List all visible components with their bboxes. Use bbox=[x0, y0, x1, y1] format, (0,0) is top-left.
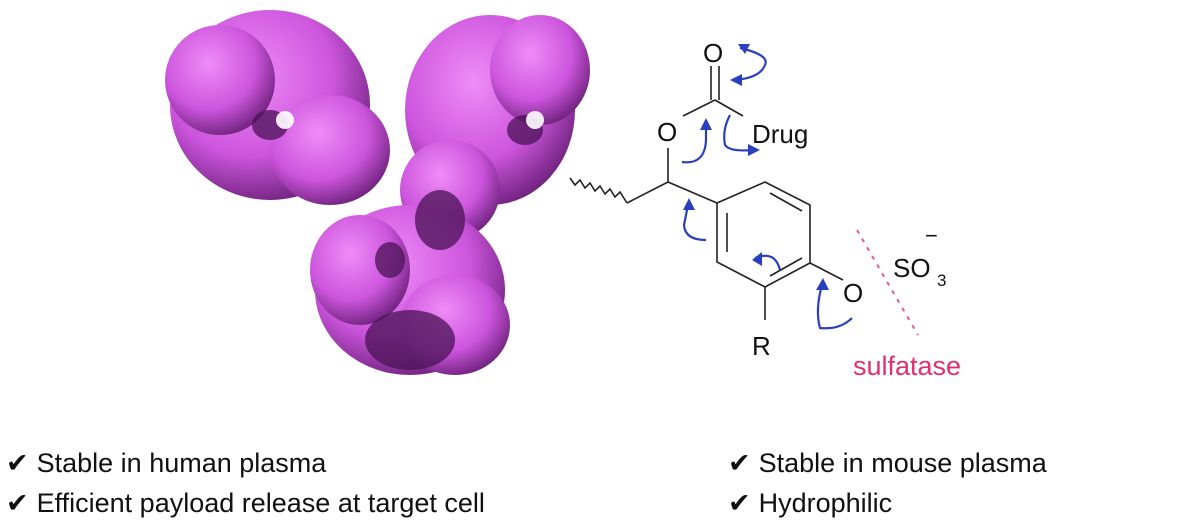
sulfatase-label: sulfatase bbox=[853, 351, 961, 381]
cleavage-line bbox=[856, 229, 919, 336]
arrowheads bbox=[683, 44, 829, 290]
antibody-protein-surface bbox=[165, 10, 590, 375]
drug-label: Drug bbox=[752, 119, 808, 149]
electron-push-arrows bbox=[681, 46, 853, 330]
checkmark-icon: ✔ bbox=[728, 448, 751, 478]
sulfate-label: SO bbox=[893, 253, 931, 283]
linker-structure bbox=[569, 66, 844, 320]
property-efficient-release: ✔Efficient payload release at target cel… bbox=[6, 488, 485, 518]
property-stable-mouse-plasma: ✔Stable in mouse plasma bbox=[728, 448, 1047, 478]
sulfate-subscript: 3 bbox=[937, 271, 946, 290]
aryl-oxygen-label: O bbox=[843, 278, 863, 308]
adc-diagram: O O Drug O SO 3 − R sulfatase bbox=[165, 10, 961, 381]
property-hydrophilic: ✔Hydrophilic bbox=[728, 488, 893, 518]
checkmark-icon: ✔ bbox=[728, 488, 751, 518]
property-stable-human-plasma: ✔Stable in human plasma bbox=[6, 448, 327, 478]
r-group-label: R bbox=[752, 331, 771, 361]
checkmark-icon: ✔ bbox=[6, 448, 29, 478]
carbonyl-oxygen-label: O bbox=[703, 38, 723, 68]
ester-oxygen-label: O bbox=[657, 117, 677, 147]
sulfate-charge: − bbox=[925, 223, 938, 248]
checkmark-icon: ✔ bbox=[6, 488, 29, 518]
